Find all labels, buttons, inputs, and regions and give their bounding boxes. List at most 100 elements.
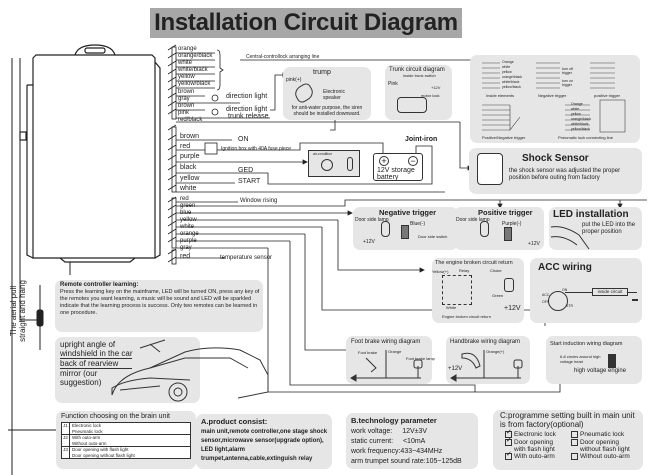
positive-trigger-title: Positive trigger <box>478 208 533 217</box>
technology-panel: B.technology parameter work voltage: 12V… <box>346 413 478 469</box>
lock-wire: yellow <box>571 112 581 116</box>
checkbox-unchecked[interactable] <box>571 453 578 461</box>
remote-learning-panel: Remote controller learning: Press the le… <box>55 280 263 332</box>
wire-label: red <box>180 143 191 150</box>
battery: + − 12V storage battery <box>373 153 423 181</box>
windshield-line: windshield in the car <box>60 349 133 359</box>
wire-label: black <box>180 164 197 171</box>
checkbox-unchecked[interactable] <box>571 439 578 447</box>
wire-labels-group2: brown red purple black yellow white <box>180 133 199 195</box>
checkbox-unchecked[interactable] <box>571 431 578 438</box>
switch-icon <box>504 227 512 241</box>
wire-label: red <box>180 196 189 202</box>
checkbox-checked[interactable] <box>505 437 512 447</box>
acc-title: ACC wiring <box>538 262 592 273</box>
wire-label: yellow/black <box>178 81 211 87</box>
foot-brake-panel: Foot brake wiring diagram Foot brake Ora… <box>346 336 435 384</box>
engine-broken-panel: The engine broken circuit return Yellow(… <box>432 258 524 323</box>
lock-wire: white <box>502 65 511 69</box>
purple-label: Purple(-) <box>502 221 522 227</box>
turn-on-label: turn on trigger <box>562 79 573 87</box>
wire-label: pink <box>178 110 190 116</box>
handbrake-panel: Handbrake wiring diagram Orange(+) +12V <box>446 336 530 384</box>
option-label: Pneumatic lock <box>580 431 625 439</box>
handbrake-lines <box>450 350 523 382</box>
foot-brake-label: Foot brake <box>358 350 378 355</box>
remote-learning-title: Remote controller learning: <box>60 282 139 288</box>
pneumatic-lock-label: Pneumatic lock connecting line <box>558 135 613 140</box>
voltage-label: +12V <box>504 305 521 312</box>
wire-label: purple <box>180 153 200 160</box>
foot-brake-title: Foot brake wiring diagram <box>351 339 421 345</box>
joint-iron-label: Joint-iron <box>405 136 438 143</box>
technology-title: B.technology parameter <box>351 416 437 425</box>
led-title: LED installation <box>553 209 629 220</box>
lock-circuit-lines <box>482 62 626 133</box>
trump-title: trump <box>313 69 331 76</box>
wire-label: white <box>178 60 193 66</box>
shock-sensor-text: the shock sensor was adjusted the proper… <box>509 168 621 181</box>
relay-label: Relay <box>459 268 470 273</box>
option-label: Electronic lock <box>514 431 556 439</box>
tech-value: 433~434MHz <box>400 448 443 455</box>
shock-sensor-icon <box>477 153 503 185</box>
wire-label: brown <box>178 89 195 95</box>
wire-label: yellow <box>180 175 200 182</box>
lock-wire: yellow <box>502 70 512 74</box>
main-unit <box>19 44 161 263</box>
wire-label: orange <box>178 46 197 52</box>
ignition-knob-icon <box>321 159 333 171</box>
pink-label: Pink <box>388 81 398 87</box>
switch-icon <box>401 225 409 239</box>
acc-position: ON <box>562 288 568 292</box>
programme-row: Electronic lock Pneumatic lock <box>505 429 637 439</box>
wire-label: white <box>180 224 195 230</box>
acc-position: ACC <box>542 293 550 297</box>
programme-row: Door opening with flash light Door openi… <box>505 437 637 453</box>
voltage-label: +12V <box>363 239 375 245</box>
shock-sensor-title: Shock Sensor <box>522 153 589 164</box>
tech-row: static current: <10mA <box>351 437 462 447</box>
jumper-label: J2 <box>62 435 70 446</box>
start-label: START <box>238 178 261 185</box>
wire-labels-group3: red green blue yellow white orange purpl… <box>180 196 199 252</box>
option-b: Door opening without flash light <box>72 452 135 458</box>
lock-wire: Orange <box>502 60 514 64</box>
trump-note: for anti-water purpose, the siren should… <box>291 105 363 117</box>
white-label: White <box>446 305 457 310</box>
wire-label: red <box>180 253 191 260</box>
option-label: With outo-arm <box>514 453 555 461</box>
voltage-label: +12V <box>448 366 463 372</box>
tech-value: 105~125dB <box>425 458 462 465</box>
lock-wire: white/black <box>502 80 520 84</box>
connectors <box>167 44 177 265</box>
tech-row: arm trumpet sound rate:105~125dB <box>351 457 462 467</box>
door-lamp-label: Door side lamp <box>355 217 389 223</box>
product-text: main unit,remote controller,one stage sh… <box>201 429 328 462</box>
wire-label: blue <box>180 210 192 216</box>
wire-label: white <box>180 185 197 192</box>
product-panel: A.product consist: main unit,remote cont… <box>196 414 332 469</box>
lock-wire: white/black <box>571 122 589 126</box>
key-icon <box>347 157 353 171</box>
coil-icon <box>504 278 514 292</box>
wire-label: green <box>180 203 196 209</box>
relay-icon <box>442 275 472 305</box>
checkbox-checked[interactable] <box>505 451 512 461</box>
acc-wiring-panel: ACC wiring ACC OFF ON STR inside circuit <box>530 258 642 323</box>
minus-terminal-icon: − <box>408 156 418 166</box>
wire-label: yellow <box>180 217 197 223</box>
coil-icon <box>608 354 616 368</box>
windshield-line: mirror (our suggestion) <box>60 369 102 387</box>
windshield-panel: upright angle of windshield in the car b… <box>55 337 200 403</box>
function-choosing-panel: Function choosing on the brain unit J1 E… <box>56 411 196 469</box>
plus-terminal-icon: + <box>379 156 389 166</box>
wire-label: gray <box>180 245 192 251</box>
green-label: Green <box>492 293 504 298</box>
trunk-release-label: trunk release <box>228 113 269 120</box>
wire-label: orange <box>180 231 199 237</box>
lock-wire: yellow/black <box>502 85 521 89</box>
lock-wire-list: Orange white yellow orange/black white/b… <box>502 60 522 90</box>
